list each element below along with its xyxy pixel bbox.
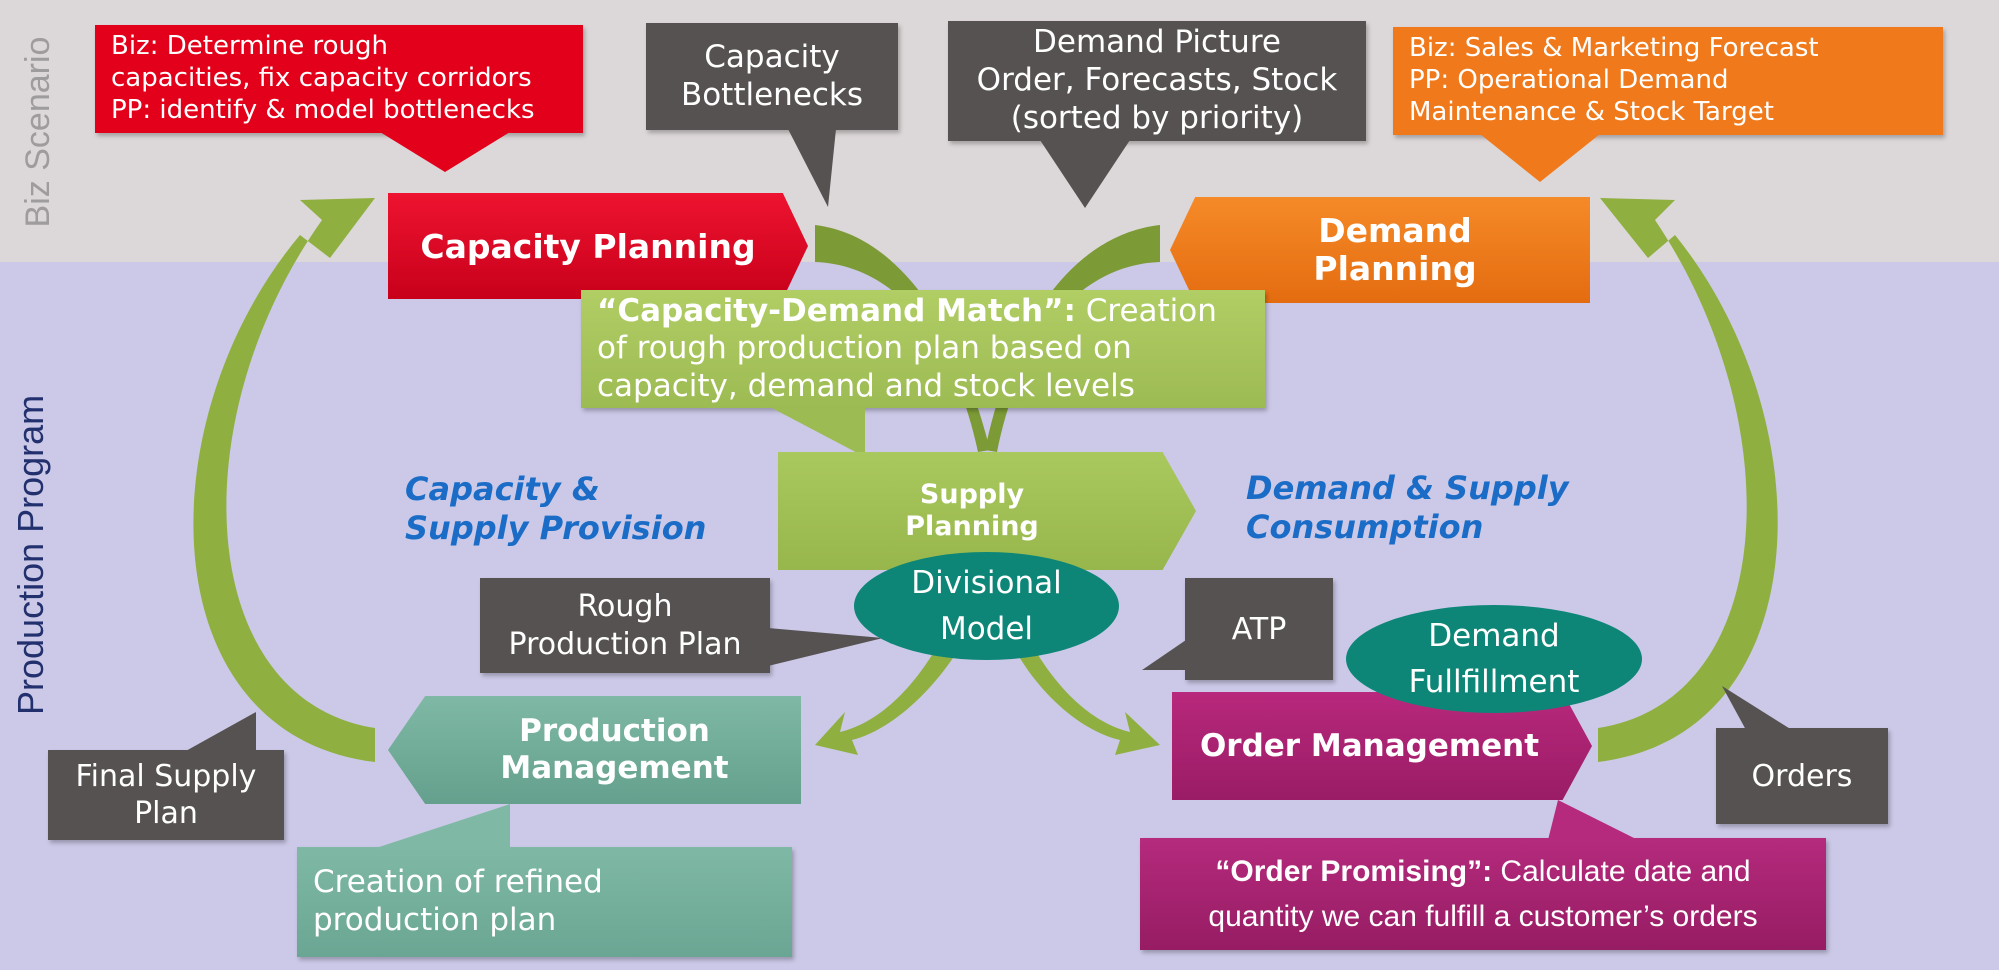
atp-callout: ATP (1185, 578, 1333, 680)
demand-picture-line-3: (sorted by priority) (1010, 99, 1304, 136)
demand-biz-line-2: PP: Operational Demand (1409, 65, 1729, 96)
divisional-model-line-2: Model (939, 611, 1034, 647)
demand-supply-line-1: Demand & Supply (1246, 469, 1569, 507)
capacity-supply-line-2: Supply Provision (405, 509, 707, 548)
demand-picture-line-1: Demand Picture (1033, 24, 1281, 61)
production-management-line-1: Production (519, 712, 710, 749)
refined-plan-line-2: production plan (313, 902, 557, 938)
supply-planning-node: Supply Planning (778, 452, 1196, 570)
demand-supply-line-2: Consumption (1246, 508, 1484, 547)
demand-picture-line-2: Order, Forecasts, Stock (976, 62, 1338, 99)
atp-tail (1142, 640, 1186, 670)
order-promising-lead: “Order Promising”: (1215, 855, 1493, 888)
capacity-demand-match-line-1: “Capacity-Demand Match”: Creation (597, 293, 1265, 330)
capacity-supply-line-1: Capacity & (405, 470, 600, 508)
demand-picture-callout: Demand Picture Order, Forecasts, Stock (… (948, 21, 1366, 141)
demand-supply-consumption-label: Demand & Supply Consumption (1246, 469, 1569, 547)
demand-biz-callout: Biz: Sales & Marketing Forecast PP: Oper… (1393, 27, 1943, 135)
capacity-biz-callout-tail (380, 132, 510, 172)
demand-to-supply-connector (985, 225, 1160, 452)
left-loop-arrow (193, 198, 375, 762)
refined-plan-line-1: Creation of refined (313, 864, 603, 901)
supply-to-production-arrow (815, 650, 955, 755)
capacity-bottlenecks-line-2: Bottlenecks (680, 76, 864, 113)
divisional-model-line-1: Divisional (911, 564, 1062, 601)
order-promising-tail (1548, 800, 1638, 840)
capacity-biz-line-1: Biz: Determine rough (111, 31, 388, 62)
supply-to-order-arrow (1018, 650, 1160, 755)
supply-planning-line-1: Supply (919, 478, 1025, 510)
final-supply-plan-tail (184, 712, 256, 752)
demand-planning-line-1: Demand (1318, 211, 1472, 251)
capacity-supply-provision-label: Capacity & Supply Provision (405, 470, 706, 548)
demand-biz-callout-tail (1480, 134, 1600, 182)
demand-fulfillment-node: Demand Fullfillment (1346, 605, 1642, 713)
demand-picture-tail (1040, 140, 1130, 208)
rough-production-plan-tail (768, 628, 883, 666)
demand-biz-line-3: Maintenance & Stock Target (1409, 96, 1774, 127)
order-promising-rest: Calculate date and (1492, 855, 1751, 888)
refined-production-plan-callout: Creation of refined production plan (297, 847, 792, 957)
capacity-planning-node: Capacity Planning (388, 193, 808, 299)
order-promising-line-1: “Order Promising”: Calculate date and (1215, 849, 1750, 894)
capacity-to-supply-connector (815, 225, 990, 452)
refined-plan-tail (370, 804, 510, 850)
capacity-bottlenecks-callout: Capacity Bottlenecks (646, 23, 898, 130)
rough-production-plan-line-2: Production Plan (508, 626, 742, 662)
order-promising-callout: “Order Promising”: Calculate date and qu… (1140, 838, 1826, 950)
production-management-line-2: Management (500, 750, 729, 786)
capacity-demand-match-line-3: capacity, demand and stock levels (597, 367, 1135, 404)
capacity-demand-match-tail (770, 407, 865, 457)
demand-fulfillment-line-2: Fullfillment (1408, 664, 1580, 700)
capacity-biz-line-2: capacities, fix capacity corridors (111, 63, 532, 94)
capacity-bottlenecks-tail (788, 129, 836, 207)
final-supply-plan-line-1: Final Supply (75, 758, 257, 794)
rough-production-plan-callout: Rough Production Plan (480, 578, 770, 673)
capacity-demand-match-rest: Creation (1075, 293, 1217, 330)
capacity-demand-match-lead: “Capacity-Demand Match”: (597, 293, 1076, 330)
capacity-biz-callout: Biz: Determine rough capacities, fix cap… (95, 25, 583, 133)
rough-production-plan-line-1: Rough (577, 589, 673, 624)
orders-callout: Orders (1716, 728, 1888, 824)
order-promising-line-2: quantity we can fulfill a customer’s ord… (1208, 900, 1758, 933)
orders-tail-shape (1722, 686, 1792, 730)
supply-planning-line-2: Planning (905, 511, 1039, 542)
right-loop-arrow (1598, 198, 1778, 762)
capacity-biz-line-3: PP: identify & model bottlenecks (111, 94, 535, 125)
demand-planning-node: Demand Planning (1170, 197, 1590, 303)
final-supply-plan-callout: Final Supply Plan (48, 750, 284, 840)
divisional-model-node: Divisional Model (854, 552, 1119, 660)
demand-planning-line-2: Planning (1313, 249, 1477, 288)
capacity-bottlenecks-line-1: Capacity (704, 38, 840, 75)
capacity-demand-match-callout: “Capacity-Demand Match”: Creation of rou… (581, 290, 1265, 408)
demand-fulfillment-line-1: Demand (1428, 617, 1560, 654)
demand-biz-line-1: Biz: Sales & Marketing Forecast (1409, 33, 1819, 64)
production-management-node: Production Management (388, 696, 801, 804)
capacity-demand-match-line-2: of rough production plan based on (597, 330, 1132, 367)
final-supply-plan-line-2: Plan (134, 796, 198, 831)
